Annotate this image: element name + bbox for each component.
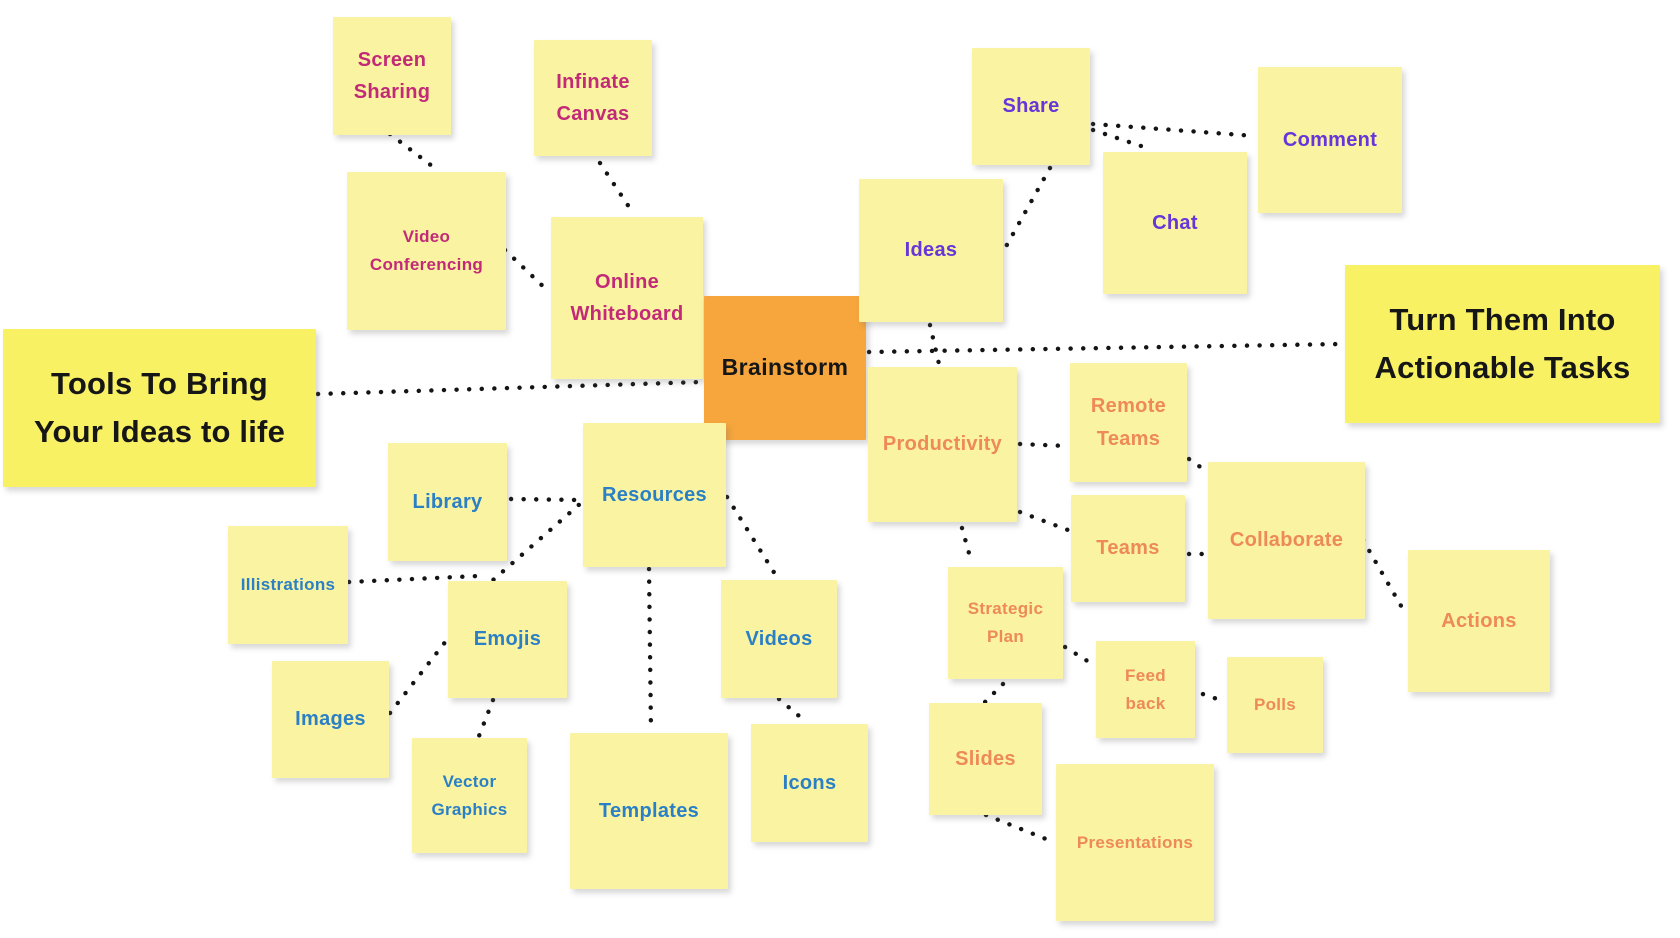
sticky-note-online-whiteboard[interactable]: Online Whiteboard	[551, 217, 703, 379]
connector-productivity-to-strategic-plan	[959, 525, 975, 567]
connector-video-conferencing-to-online-whiteboard	[502, 247, 552, 295]
sticky-note-icons[interactable]: Icons	[751, 724, 868, 842]
sticky-note-ideas[interactable]: Ideas	[859, 179, 1003, 322]
sticky-note-screen-sharing[interactable]: Screen Sharing	[333, 17, 451, 135]
connector-emojis-to-resources	[481, 500, 584, 591]
sticky-note-label-videos: Videos	[745, 627, 813, 650]
sticky-note-label-icons: Icons	[782, 771, 837, 794]
sticky-note-library[interactable]: Library	[388, 443, 507, 561]
sticky-note-label-productivity: Productivity	[882, 433, 1003, 456]
sticky-note-label-templates: Templates	[598, 799, 700, 822]
sticky-note-collaborate[interactable]: Collaborate	[1208, 462, 1365, 619]
sticky-note-remote-teams[interactable]: Remote Teams	[1070, 363, 1187, 482]
sticky-note-slides[interactable]: Slides	[929, 703, 1042, 815]
sticky-note-label-online-whiteboard: Online Whiteboard	[570, 270, 684, 325]
connector-strategic-plan-to-slides	[982, 681, 1006, 705]
connector-strategic-plan-to-feed-back	[1062, 644, 1100, 670]
sticky-note-videos[interactable]: Videos	[721, 580, 837, 698]
connector-productivity-to-teams	[1017, 509, 1071, 533]
sticky-note-label-polls: Polls	[1253, 695, 1297, 715]
sticky-note-label-images: Images	[295, 708, 366, 731]
sticky-note-infinate-canvas[interactable]: Infinate Canvas	[534, 40, 652, 156]
sticky-note-templates[interactable]: Templates	[570, 733, 728, 889]
connector-infinate-canvas-to-online-whiteboard	[597, 160, 636, 216]
connector-images-to-emojis	[387, 638, 449, 716]
sticky-note-label-infinate-canvas: Infinate Canvas	[556, 70, 630, 125]
sticky-note-label-remote-teams: Remote Teams	[1090, 395, 1167, 450]
sticky-note-brainstorm[interactable]: Brainstorm	[704, 296, 866, 440]
sticky-note-label-actions: Actions	[1441, 609, 1517, 632]
connector-remote-teams-to-collaborate	[1186, 456, 1209, 474]
connector-tools-note-to-brainstorm	[315, 379, 704, 397]
sticky-note-label-tools-note: Tools To Bring Your Ideas to life	[33, 365, 286, 449]
sticky-note-label-emojis: Emojis	[473, 628, 542, 651]
sticky-note-teams[interactable]: Teams	[1071, 495, 1185, 602]
connector-slides-to-presentations	[983, 812, 1054, 844]
connector-brainstorm-to-turn-note	[866, 341, 1345, 355]
connector-collaborate-to-actions	[1360, 537, 1407, 614]
sticky-note-label-comment: Comment	[1282, 128, 1378, 151]
sticky-note-strategic-plan[interactable]: Strategic Plan	[948, 567, 1063, 679]
connector-productivity-to-remote-teams	[1017, 441, 1070, 449]
sticky-note-vector-graphics[interactable]: Vector Graphics	[412, 738, 527, 853]
sticky-note-comment[interactable]: Comment	[1258, 67, 1402, 213]
connector-share-to-chat	[1090, 127, 1153, 152]
sticky-note-label-turn-note: Turn Them Into Actionable Tasks	[1374, 301, 1631, 385]
connector-library-to-resources	[508, 496, 583, 503]
sticky-note-illistrations[interactable]: Illistrations	[228, 526, 348, 644]
sticky-note-presentations[interactable]: Presentations	[1056, 764, 1214, 921]
connector-share-to-comment	[1090, 121, 1258, 139]
sticky-note-label-illistrations: Illistrations	[240, 575, 336, 595]
sticky-note-label-strategic-plan: Strategic Plan	[967, 599, 1044, 646]
sticky-note-label-video-conferencing: Video Conferencing	[369, 227, 484, 274]
sticky-note-turn-note[interactable]: Turn Them Into Actionable Tasks	[1345, 265, 1660, 423]
sticky-note-label-resources: Resources	[602, 483, 707, 506]
sticky-note-feed-back[interactable]: Feed back	[1096, 641, 1195, 738]
connector-ideas-to-productivity	[927, 322, 942, 367]
sticky-note-emojis[interactable]: Emojis	[448, 581, 567, 698]
sticky-note-label-library: Library	[412, 490, 483, 513]
sticky-note-images[interactable]: Images	[272, 661, 389, 778]
sticky-note-label-chat: Chat	[1152, 211, 1198, 234]
sticky-note-label-slides: Slides	[955, 747, 1016, 770]
sticky-note-label-collaborate: Collaborate	[1229, 529, 1344, 552]
connector-illistrations-to-resources	[346, 573, 481, 585]
sticky-note-label-teams: Teams	[1096, 537, 1160, 560]
sticky-note-label-ideas: Ideas	[904, 239, 958, 262]
sticky-note-share[interactable]: Share	[972, 48, 1090, 165]
sticky-note-tools-note[interactable]: Tools To Bring Your Ideas to life	[3, 329, 316, 487]
connector-videos-to-icons	[776, 696, 808, 724]
sticky-note-actions[interactable]: Actions	[1408, 550, 1550, 692]
sticky-note-label-feed-back: Feed back	[1125, 665, 1166, 713]
sticky-note-label-presentations: Presentations	[1076, 832, 1194, 852]
sticky-note-label-share: Share	[1002, 95, 1060, 118]
connector-resources-to-videos	[724, 494, 778, 577]
sticky-note-polls[interactable]: Polls	[1227, 657, 1323, 753]
connector-feed-back-to-polls	[1188, 687, 1226, 704]
connector-emojis-to-vector-graphics	[476, 697, 496, 739]
sticky-note-label-vector-graphics: Vector Graphics	[431, 771, 508, 819]
connector-resources-to-templates	[646, 566, 654, 734]
connector-share-to-ideas	[1001, 165, 1053, 253]
sticky-note-video-conferencing[interactable]: Video Conferencing	[347, 172, 506, 330]
sticky-note-label-screen-sharing: Screen Sharing	[353, 48, 431, 103]
sticky-note-chat[interactable]: Chat	[1103, 152, 1247, 294]
sticky-note-resources[interactable]: Resources	[583, 423, 726, 567]
sticky-note-productivity[interactable]: Productivity	[868, 367, 1017, 522]
sticky-note-label-brainstorm: Brainstorm	[721, 354, 849, 381]
connector-screen-sharing-to-video-conferencing	[387, 131, 435, 169]
